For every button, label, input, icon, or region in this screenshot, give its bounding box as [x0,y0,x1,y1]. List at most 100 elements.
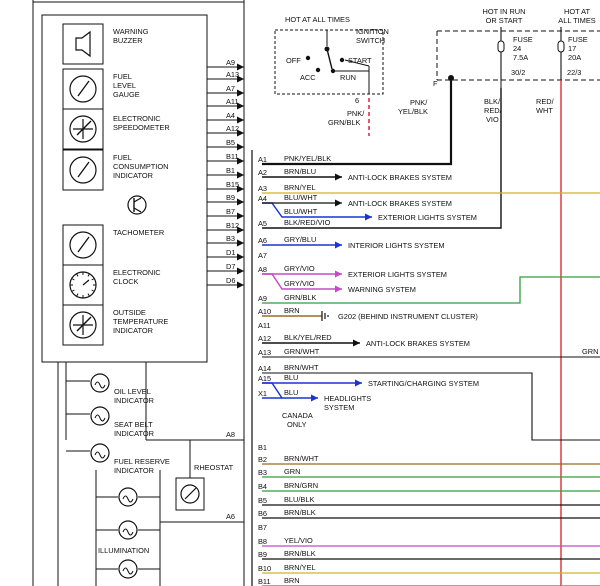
ign-wire-line-1: PNK/ [347,109,365,118]
lamp-filament [122,567,134,575]
indicator-label-line: GAUGE [113,90,140,99]
lamp-label-line: INDICATOR [114,466,154,475]
b-pin-label: B11 [258,577,271,586]
signal-arrow [335,173,342,181]
wire-color-label-line: GRN/BLK [284,293,317,302]
lamp-filament [94,451,106,459]
connector-pin-label: A4 [258,194,267,203]
lamp-icon [90,406,110,426]
connector-pin-label-line: A11 [258,321,271,330]
wire-color-label-line: BLU/WHT [284,207,318,216]
f17-line-3: 20A [568,53,581,62]
blk-red-vio-trunk [262,88,502,229]
b-pin-label-line: B1 [258,443,267,452]
canada-line-2: ONLY [287,420,307,429]
clock-hand [82,279,90,286]
gauge-needle [77,80,90,97]
gauge-needle [77,236,90,253]
b-wire-label: BRN/GRN [284,481,318,490]
indicator-label-line: TEMPERATURE [113,317,168,326]
b-pin-label-line: B6 [258,509,267,518]
wire-color-label: BLK/RED/VIO [284,218,331,227]
connector-pin-label-line: A12 [258,334,271,343]
lamp-icon [90,373,110,393]
b-pin-label-line: B7 [258,523,267,532]
cluster-pin-label: A4 [226,111,235,120]
wire-color-label: BLU [284,373,298,382]
clock-tick [76,273,79,277]
b-pin-label-line: B10 [258,564,271,573]
pnk-line-2: YEL/BLK [398,107,428,116]
b-pin-label-line: B2 [258,455,267,464]
indicator-label-line: FUEL [113,153,132,162]
cluster-pin-label-line: D7 [226,262,235,271]
cluster-pin-label-line: B12 [226,221,239,230]
wire-color-label: BRN/YEL [284,183,316,192]
b-wire-label: BRN/WHT [284,454,319,463]
clock-tick [87,273,90,277]
cluster-pin-label-line: B11 [226,152,239,161]
cluster-pin-arrow [237,143,244,151]
indicator-item: TACHOMETER [62,224,164,266]
cluster-pin-label: B5 [226,138,235,147]
connector-pin-label: A6 [258,236,267,245]
cluster-pin-label: D1 [226,248,235,257]
b-wire-label-line: BRN/BLK [284,508,316,517]
b-wire-label: BRN/YEL [284,563,316,572]
b-pin-label: B10 [258,564,271,573]
lamp-label-line: SEAT BELT [114,420,153,429]
f-pin-label: F [433,79,438,88]
illumination-lamp-icon [118,520,138,540]
b-wire-label: BRN [284,576,300,585]
destination-label: EXTERIOR LIGHTS SYSTEM [348,270,447,279]
a6-pin-label: A6 [226,512,235,521]
lamp-label-line: OIL LEVEL [114,387,151,396]
indicator-label-line: BUZZER [113,36,143,45]
signal-arrow [335,285,342,293]
destination-label: EXTERIOR LIGHTS SYSTEM [378,213,477,222]
destination-label: STARTING/CHARGING SYSTEM [368,379,479,388]
wire-color-label-line: BLK/RED/VIO [284,218,331,227]
wire-color-label-line: GRY/VIO [284,264,315,273]
wire-color-label-line: BLU [284,388,298,397]
signal-arrow [365,213,372,221]
indicator-label-line: FUEL [113,72,132,81]
buzzer-icon [75,30,91,58]
connector-pin-label: A8 [258,265,267,274]
cluster-pin-arrow [237,102,244,110]
wire-color-label: GRN/WHT [284,347,320,356]
illumination-lamp-icon [118,487,138,507]
cluster-pin-arrow [237,63,244,71]
indicator-label-line: ELECTRONIC [113,114,161,123]
transistor-icon [127,195,147,215]
wire-color-label-line: BRN/YEL [284,183,316,192]
cluster-pin-label-line: D6 [226,276,235,285]
cluster-pin-arrow [237,253,244,261]
cluster-pin-arrow [237,116,244,124]
blk-wire-label: BLK/RED/VIO [484,97,503,124]
wire-color-label-line: GRN/WHT [284,347,320,356]
gauge-icon [69,156,97,184]
indicator-frame [62,23,104,65]
gauge-icon [69,75,97,103]
wire-color-label: BLU [284,388,298,397]
b-pin-label: B9 [258,550,267,559]
start-position-label: START [348,56,372,65]
fuse-24-element [497,40,505,53]
off-contact [305,55,311,61]
connector-pin-label: A15 [258,374,271,383]
destination-label: ANTI-LOCK BRAKES SYSTEM [348,173,452,182]
destination-label-line: HEADLIGHTS [324,394,371,403]
cluster-pin-label-line: A4 [226,111,235,120]
connector-pin-label-line: A10 [258,307,271,316]
